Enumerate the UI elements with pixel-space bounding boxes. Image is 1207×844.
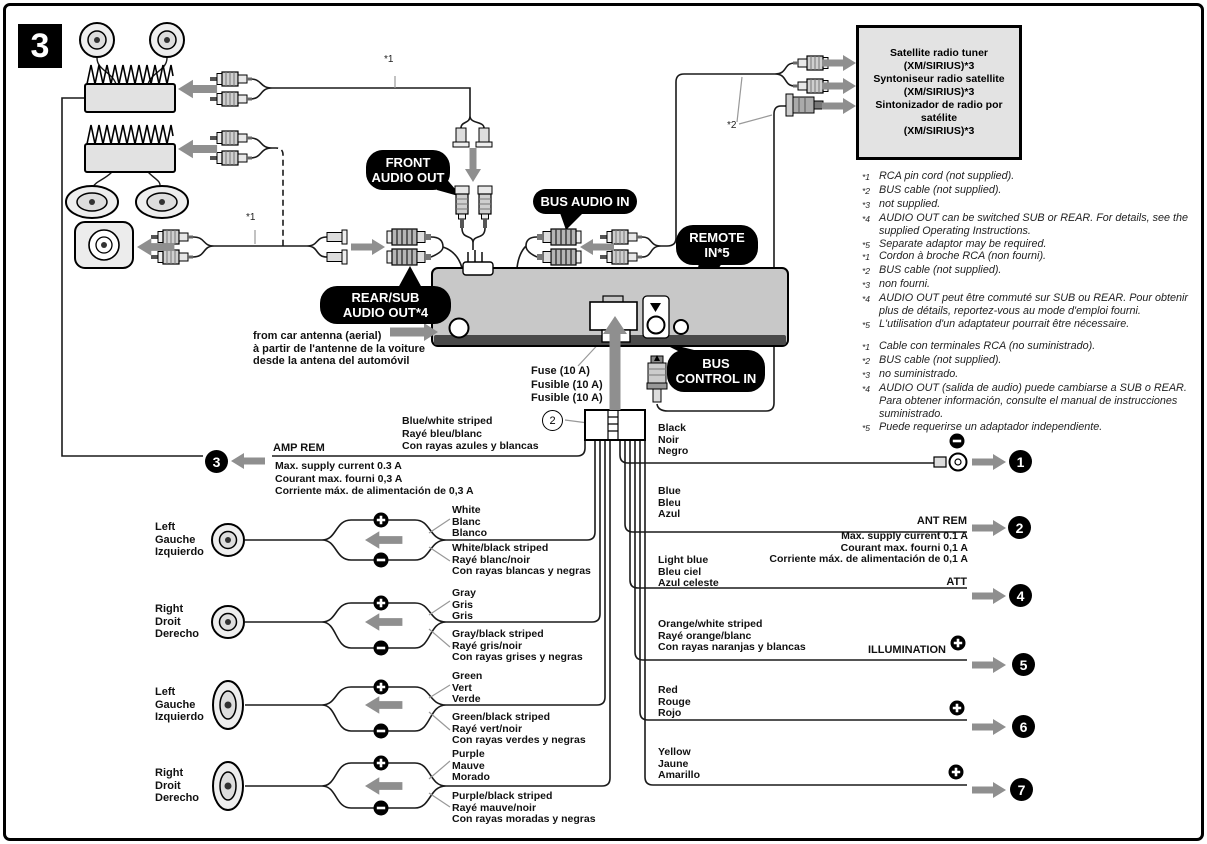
rca-socket-icon (326, 229, 348, 245)
badge-6: 6 (1012, 715, 1035, 738)
rca-plug-icon (209, 130, 253, 146)
badge-2: 2 (1008, 516, 1031, 539)
rca-plug-icon (209, 71, 253, 87)
rca-plug-icon (599, 229, 643, 245)
bus-control-in-label: BUS CONTROL IN (667, 350, 765, 392)
tweeter-right-icon (149, 22, 185, 58)
bus-audio-jack-icon (536, 228, 582, 246)
marker-star2: *2 (727, 120, 737, 131)
marker-star1-sub: *1 (246, 212, 256, 223)
tweeter-left-icon (79, 22, 115, 58)
bus-control-jack (642, 295, 670, 339)
amp-rem-label: AMP REM (273, 442, 325, 454)
front-audio-plug-icon (477, 185, 493, 229)
step-number: 3 (18, 24, 62, 68)
oval-speaker-left-icon (65, 185, 119, 219)
flow-arrows (137, 55, 1006, 798)
ring-terminal-icon (933, 452, 968, 472)
illumination-label: ILLUMINATION (867, 644, 946, 656)
rca-socket-icon (452, 127, 470, 148)
rear-sub-jack-icon (386, 228, 432, 246)
rca-plug-icon (150, 229, 194, 245)
rca-plug-icon (209, 91, 253, 107)
rca-socket-icon (475, 127, 493, 148)
rca-plug-icon (150, 249, 194, 265)
rear-sub-jack-icon (386, 248, 432, 266)
harness-up-arrow (603, 316, 627, 410)
remote-in-jack (673, 319, 689, 335)
satellite-bus-plug-icon (785, 93, 824, 117)
badge-7: 7 (1010, 778, 1033, 801)
wire-clip (462, 261, 494, 276)
rear-right-speaker-icon (212, 761, 244, 811)
ant-rem-current-note: Max. supply current 0.1 A Courant max. f… (769, 530, 968, 565)
marker-star1-top: *1 (384, 54, 394, 65)
bus-audio-jack-icon (536, 248, 582, 266)
remote-in-label: REMOTE IN*5 (676, 225, 758, 265)
front-right-speaker-icon (211, 605, 245, 639)
rca-socket-icon (326, 249, 348, 265)
pointer-lines (254, 76, 773, 808)
connector-ref-circle: 2 (542, 410, 563, 431)
satellite-tuner-box: Satellite radio tuner (XM/SIRIUS)*3 Synt… (856, 25, 1022, 160)
amp-rem-wire-label: Blue/white striped Rayé bleu/blanc Con r… (402, 415, 539, 452)
antenna-arrow (390, 323, 438, 341)
antenna-note: from car antenna (aerial) à partir de l'… (253, 330, 425, 367)
front-audio-out-label: FRONT AUDIO OUT (366, 150, 450, 190)
subwoofer-icon (74, 221, 134, 269)
ant-rem-label: ANT REM (916, 515, 967, 527)
antenna-jack (448, 317, 470, 339)
badge-4: 4 (1009, 584, 1032, 607)
bus-audio-in-label: BUS AUDIO IN (533, 189, 637, 214)
badge-1: 1 (1009, 450, 1032, 473)
rear-left-speaker-icon (212, 680, 244, 730)
fuse-note: Fuse (10 A) Fusible (10 A) Fusible (10 A… (531, 365, 603, 404)
rca-plug-icon (599, 249, 643, 265)
oval-speaker-right-icon (135, 185, 189, 219)
badge-5: 5 (1012, 653, 1035, 676)
harness-connector (584, 409, 646, 441)
front-audio-plug-icon (454, 185, 470, 229)
badge-3: 3 (205, 450, 228, 473)
amplifier-2-icon (84, 124, 176, 173)
bus-control-plug-icon (646, 355, 668, 403)
page-border (3, 3, 1204, 841)
amp-rem-current-note: Max. supply current 0.3 A Courant max. f… (275, 460, 474, 497)
front-left-speaker-icon (211, 523, 245, 557)
att-label: ATT (946, 576, 967, 588)
rca-plug-icon (209, 150, 253, 166)
wires (61, 57, 967, 809)
rear-sub-audio-out-label: REAR/SUB AUDIO OUT*4 (320, 286, 451, 324)
amplifier-1-icon (84, 64, 176, 113)
head-unit (431, 261, 789, 347)
